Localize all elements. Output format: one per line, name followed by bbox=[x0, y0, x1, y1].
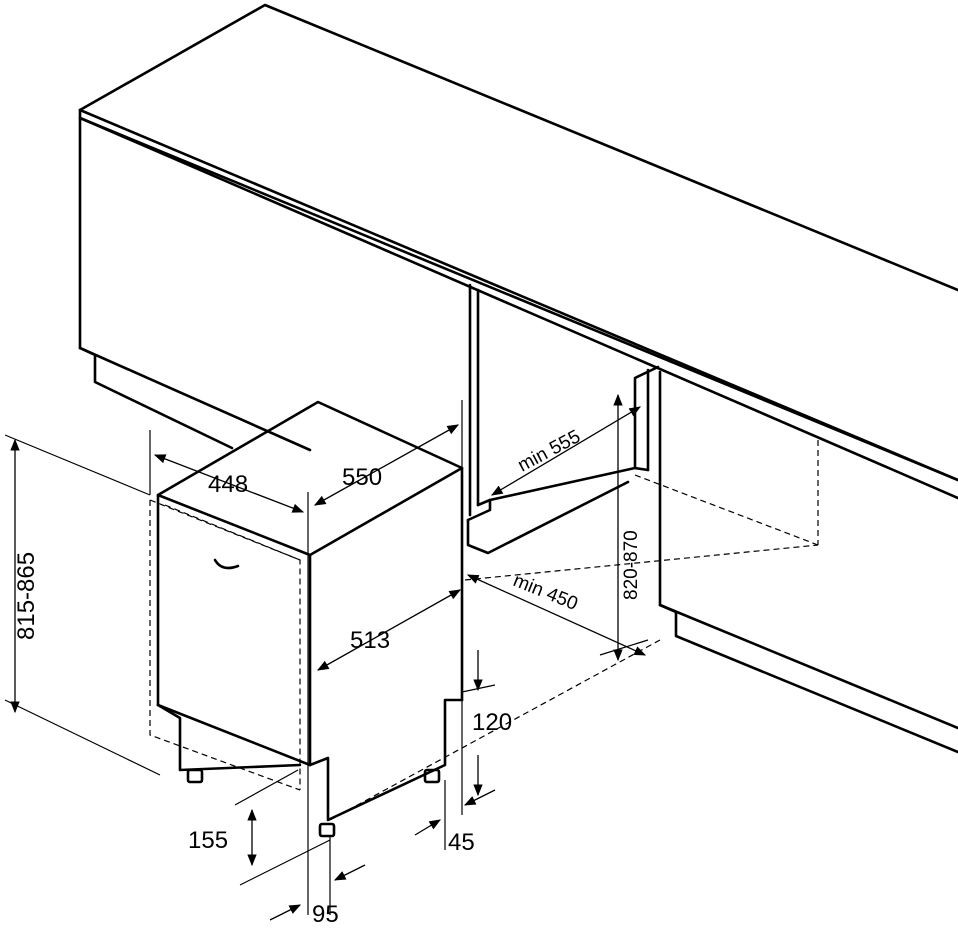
countertop bbox=[78, 3, 958, 500]
left-cabinet bbox=[78, 116, 472, 517]
niche bbox=[466, 288, 660, 555]
label-820-870: 820-870 bbox=[621, 530, 642, 600]
label-door-155: 155 bbox=[188, 827, 228, 854]
dim-lines bbox=[4, 393, 649, 921]
label-width-448: 448 bbox=[208, 471, 248, 498]
label-offset-95: 95 bbox=[312, 901, 339, 928]
right-cabinet bbox=[329, 370, 958, 821]
label-setback-45: 45 bbox=[448, 829, 475, 856]
door-outline bbox=[149, 499, 301, 791]
dishwasher bbox=[156, 400, 464, 822]
feet bbox=[186, 768, 441, 838]
label-depth-550: 550 bbox=[342, 464, 382, 491]
label-min-555: min 555 bbox=[514, 426, 584, 476]
label-plinth-120: 120 bbox=[472, 709, 512, 736]
label-depth-513: 513 bbox=[350, 627, 390, 654]
label-height-815-865: 815-865 bbox=[13, 552, 40, 640]
label-min-450: min 450 bbox=[510, 570, 581, 615]
